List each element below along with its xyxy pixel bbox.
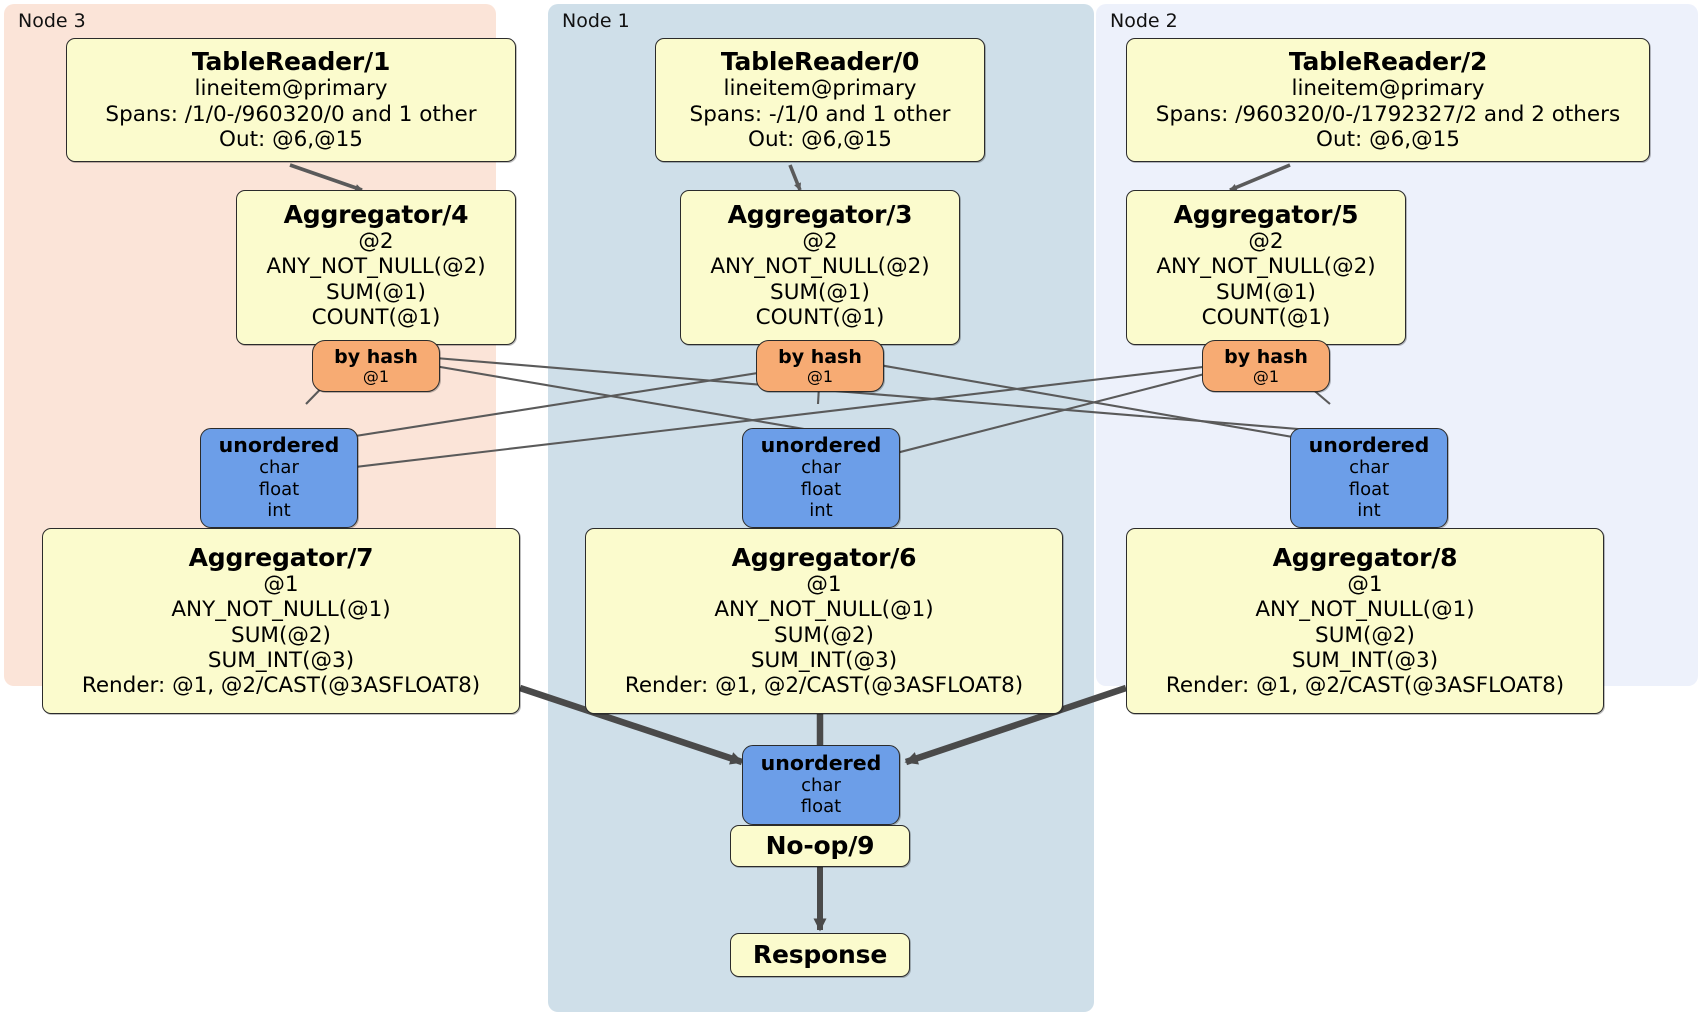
sync-title: unordered bbox=[218, 432, 340, 457]
node-aggregator-6[interactable]: Aggregator/6 @1 ANY_NOT_NULL(@1) SUM(@2)… bbox=[585, 528, 1063, 714]
node-line: SUM_INT(@3) bbox=[1291, 647, 1439, 673]
node-line: ANY_NOT_NULL(@2) bbox=[266, 254, 486, 280]
node-line: @2 bbox=[802, 229, 838, 255]
node-aggregator-3[interactable]: Aggregator/3 @2 ANY_NOT_NULL(@2) SUM(@1)… bbox=[680, 190, 960, 345]
synchronizer-unordered-final[interactable]: unordered char float bbox=[742, 745, 900, 825]
node-title: Aggregator/5 bbox=[1173, 200, 1359, 229]
node-line: Out: @6,@15 bbox=[1316, 126, 1460, 152]
node-line: SUM(@1) bbox=[1216, 279, 1316, 305]
panel-node-3-label: Node 3 bbox=[18, 10, 86, 32]
node-aggregator-7[interactable]: Aggregator/7 @1 ANY_NOT_NULL(@1) SUM(@2)… bbox=[42, 528, 520, 714]
node-title: Response bbox=[752, 939, 888, 969]
node-line: SUM(@1) bbox=[770, 279, 870, 305]
router-title: by hash bbox=[778, 345, 862, 368]
node-line: Spans: -/1/0 and 1 other bbox=[689, 101, 951, 127]
synchronizer-unordered-left[interactable]: unordered char float int bbox=[200, 428, 358, 528]
node-line: ANY_NOT_NULL(@1) bbox=[714, 597, 934, 623]
node-line: SUM_INT(@3) bbox=[750, 647, 898, 673]
node-line: COUNT(@1) bbox=[755, 304, 885, 330]
node-response[interactable]: Response bbox=[730, 933, 910, 977]
router-title: by hash bbox=[334, 345, 418, 368]
node-title: Aggregator/8 bbox=[1272, 543, 1458, 573]
node-line: COUNT(@1) bbox=[311, 304, 441, 330]
node-line: Render: @1, @2/CAST(@3ASFLOAT8) bbox=[1165, 672, 1565, 698]
node-line: Spans: /1/0-/960320/0 and 1 other bbox=[105, 101, 477, 127]
sync-line: float bbox=[800, 478, 842, 500]
router-title: by hash bbox=[1224, 345, 1308, 368]
sync-line: float bbox=[1348, 478, 1390, 500]
sync-line: int bbox=[267, 500, 291, 522]
node-line: COUNT(@1) bbox=[1201, 304, 1331, 330]
node-line: Render: @1, @2/CAST(@3ASFLOAT8) bbox=[81, 672, 481, 698]
sync-line: int bbox=[1357, 500, 1381, 522]
synchronizer-unordered-right[interactable]: unordered char float int bbox=[1290, 428, 1448, 528]
sync-line: char bbox=[801, 456, 841, 478]
node-line: ANY_NOT_NULL(@2) bbox=[710, 254, 930, 280]
node-line: @1 bbox=[806, 572, 842, 598]
node-line: @1 bbox=[263, 572, 299, 598]
node-line: Render: @1, @2/CAST(@3ASFLOAT8) bbox=[624, 672, 1024, 698]
node-title: Aggregator/4 bbox=[283, 200, 469, 229]
node-line: Out: @6,@15 bbox=[219, 126, 363, 152]
panel-node-2-label: Node 2 bbox=[1110, 10, 1178, 32]
sync-line: char bbox=[259, 456, 299, 478]
node-line: lineitem@primary bbox=[723, 76, 917, 102]
node-line: SUM(@1) bbox=[326, 279, 426, 305]
node-title: TableReader/1 bbox=[191, 47, 391, 77]
sync-line: float bbox=[800, 796, 842, 818]
sync-line: float bbox=[258, 478, 300, 500]
node-line: lineitem@primary bbox=[194, 76, 388, 102]
sync-title: unordered bbox=[1308, 432, 1430, 457]
router-by-hash-center[interactable]: by hash @1 bbox=[756, 340, 884, 392]
router-by-hash-left[interactable]: by hash @1 bbox=[312, 340, 440, 392]
node-aggregator-4[interactable]: Aggregator/4 @2 ANY_NOT_NULL(@2) SUM(@1)… bbox=[236, 190, 516, 345]
sync-title: unordered bbox=[760, 750, 882, 775]
router-line: @1 bbox=[362, 366, 390, 386]
router-line: @1 bbox=[1252, 366, 1280, 386]
node-line: @1 bbox=[1347, 572, 1383, 598]
node-aggregator-8[interactable]: Aggregator/8 @1 ANY_NOT_NULL(@1) SUM(@2)… bbox=[1126, 528, 1604, 714]
synchronizer-unordered-center[interactable]: unordered char float int bbox=[742, 428, 900, 528]
node-line: SUM(@2) bbox=[774, 622, 874, 648]
node-line: SUM(@2) bbox=[1315, 622, 1415, 648]
sync-line: char bbox=[801, 774, 841, 796]
node-title: Aggregator/7 bbox=[188, 543, 374, 573]
sync-title: unordered bbox=[760, 432, 882, 457]
node-line: SUM_INT(@3) bbox=[207, 647, 355, 673]
node-line: Spans: /960320/0-/1792327/2 and 2 others bbox=[1155, 101, 1621, 127]
node-line: @2 bbox=[358, 229, 394, 255]
node-aggregator-5[interactable]: Aggregator/5 @2 ANY_NOT_NULL(@2) SUM(@1)… bbox=[1126, 190, 1406, 345]
node-no-op-9[interactable]: No-op/9 bbox=[730, 825, 910, 867]
node-line: ANY_NOT_NULL(@1) bbox=[1255, 597, 1475, 623]
node-title: Aggregator/6 bbox=[731, 543, 917, 573]
node-table-reader-0[interactable]: TableReader/0 lineitem@primary Spans: -/… bbox=[655, 38, 985, 162]
router-line: @1 bbox=[806, 366, 834, 386]
node-line: ANY_NOT_NULL(@1) bbox=[171, 597, 391, 623]
node-line: ANY_NOT_NULL(@2) bbox=[1156, 254, 1376, 280]
sync-line: int bbox=[809, 500, 833, 522]
node-table-reader-2[interactable]: TableReader/2 lineitem@primary Spans: /9… bbox=[1126, 38, 1650, 162]
node-line: SUM(@2) bbox=[231, 622, 331, 648]
node-line: lineitem@primary bbox=[1291, 76, 1485, 102]
node-line: @2 bbox=[1248, 229, 1284, 255]
sync-line: char bbox=[1349, 456, 1389, 478]
router-by-hash-right[interactable]: by hash @1 bbox=[1202, 340, 1330, 392]
node-title: No-op/9 bbox=[765, 830, 875, 860]
node-title: TableReader/2 bbox=[1288, 47, 1488, 77]
node-table-reader-1[interactable]: TableReader/1 lineitem@primary Spans: /1… bbox=[66, 38, 516, 162]
node-title: Aggregator/3 bbox=[727, 200, 913, 229]
node-line: Out: @6,@15 bbox=[748, 126, 892, 152]
node-title: TableReader/0 bbox=[720, 47, 920, 77]
panel-node-1-label: Node 1 bbox=[562, 10, 630, 32]
